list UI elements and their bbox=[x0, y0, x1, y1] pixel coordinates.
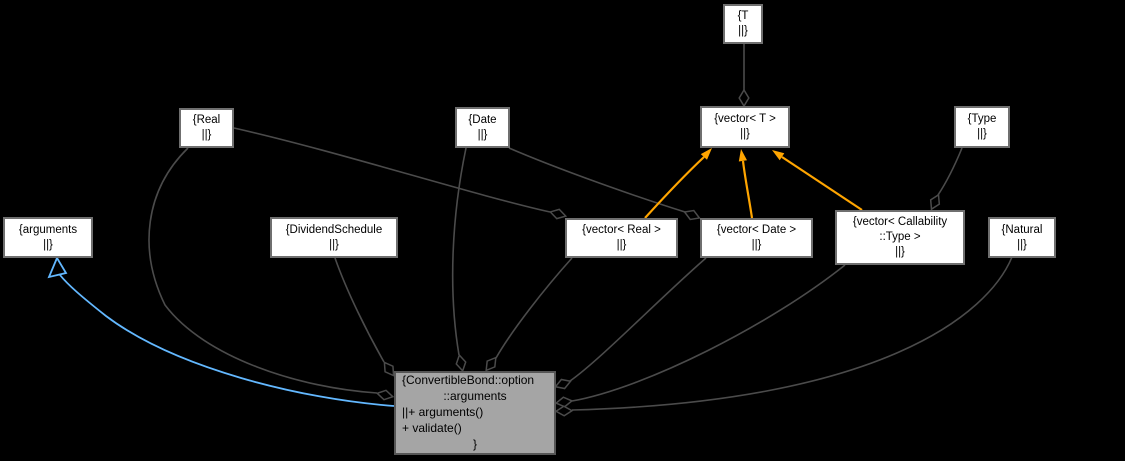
node-vector-real-label2: ||} bbox=[616, 239, 627, 251]
node-vector-callability-label2: ::Type > bbox=[879, 231, 921, 244]
central-method-arguments: ||+ arguments() bbox=[402, 405, 484, 420]
edge-date-to-central bbox=[451, 147, 467, 356]
edge-natural-to-central bbox=[571, 256, 1013, 411]
edge-vector-real-to-vector-t bbox=[644, 156, 705, 219]
edge-date-to-vector-date bbox=[508, 147, 686, 213]
edge-vector-date-to-vector-t bbox=[741, 160, 754, 219]
node-arguments-label: {arguments bbox=[18, 223, 78, 236]
diamond-central-vector-real bbox=[485, 356, 497, 372]
arrow-vector-callability-template bbox=[772, 150, 785, 161]
diamond-central-vector-date bbox=[554, 378, 572, 390]
diamond-central-real bbox=[375, 389, 395, 401]
node-convertiblebond-option-arguments: {ConvertibleBond::option ::arguments ||+… bbox=[394, 371, 556, 455]
edge-vector-callability-to-vector-t bbox=[781, 156, 863, 211]
node-vector-t-label: {vector< T > bbox=[714, 113, 776, 126]
node-dividend-schedule[interactable]: {DividendSchedule ||} bbox=[270, 217, 398, 258]
central-closing-brace: } bbox=[472, 436, 477, 451]
node-real-label: {Real bbox=[192, 114, 221, 127]
edge-vector-date-to-central bbox=[569, 257, 707, 382]
diamond-vector-callability bbox=[929, 193, 941, 211]
node-vector-real[interactable]: {vector< Real > ||} bbox=[565, 218, 678, 258]
diamond-central-dividend-schedule bbox=[383, 361, 395, 377]
node-type-label: {Type bbox=[967, 113, 997, 126]
node-t-label2: ||} bbox=[738, 25, 748, 37]
node-vector-callability-type[interactable]: {vector< Callability ::Type > ||} bbox=[835, 210, 965, 265]
node-date[interactable]: {Date ||} bbox=[455, 107, 510, 148]
central-method-validate: + validate() bbox=[402, 420, 462, 435]
edge-vector-callability-to-central bbox=[571, 264, 846, 402]
node-t[interactable]: {T ||} bbox=[723, 4, 763, 44]
node-real-label2: ||} bbox=[201, 129, 212, 141]
diamond-central-vector-callability bbox=[554, 396, 574, 408]
edge-real-to-central bbox=[148, 147, 378, 394]
node-arguments[interactable]: {arguments ||} bbox=[3, 217, 93, 258]
diamond-vector-t bbox=[738, 88, 750, 108]
node-t-label: {T bbox=[737, 10, 749, 23]
node-natural[interactable]: {Natural ||} bbox=[988, 217, 1056, 258]
node-type[interactable]: {Type ||} bbox=[954, 106, 1010, 148]
node-vector-date-label: {vector< Date > bbox=[716, 224, 797, 237]
diamond-central-natural bbox=[554, 405, 574, 417]
node-vector-t[interactable]: {vector< T > ||} bbox=[700, 106, 790, 148]
node-dividend-schedule-label2: ||} bbox=[329, 238, 339, 251]
edge-type-to-vector-callability bbox=[937, 147, 963, 196]
node-vector-t-label2: ||} bbox=[740, 128, 750, 140]
node-vector-callability-label3: ||} bbox=[895, 245, 905, 258]
node-arguments-label2: ||} bbox=[43, 238, 53, 251]
arrow-vector-real-template bbox=[700, 148, 712, 160]
diamond-vector-real bbox=[548, 208, 568, 220]
node-date-label: {Date bbox=[468, 113, 497, 126]
edge-real-to-vector-real bbox=[233, 127, 551, 213]
node-real[interactable]: {Real ||} bbox=[179, 108, 234, 148]
node-natural-label2: ||} bbox=[1017, 238, 1027, 251]
central-class-name: {ConvertibleBond::option bbox=[402, 373, 535, 388]
arrow-vector-date-template bbox=[738, 149, 747, 162]
node-vector-callability-label: {vector< Callability bbox=[852, 216, 948, 229]
edge-vector-real-to-central bbox=[495, 257, 573, 359]
node-dividend-schedule-label: {DividendSchedule bbox=[285, 223, 383, 236]
node-vector-real-label: {vector< Real > bbox=[582, 224, 661, 237]
node-vector-date[interactable]: {vector< Date > ||} bbox=[700, 218, 813, 258]
node-date-label2: ||} bbox=[477, 128, 488, 141]
node-vector-date-label2: ||} bbox=[751, 239, 762, 251]
edge-dividend-schedule-to-central bbox=[334, 257, 385, 363]
edge-central-to-arguments bbox=[59, 274, 395, 407]
diamond-central-date bbox=[455, 353, 467, 373]
arrow-arguments-inheritance bbox=[47, 256, 68, 279]
node-natural-label: {Natural bbox=[1001, 223, 1043, 236]
central-class-name2: ::arguments bbox=[443, 389, 507, 404]
node-type-label2: ||} bbox=[977, 128, 987, 140]
diamond-vector-date bbox=[683, 209, 701, 221]
